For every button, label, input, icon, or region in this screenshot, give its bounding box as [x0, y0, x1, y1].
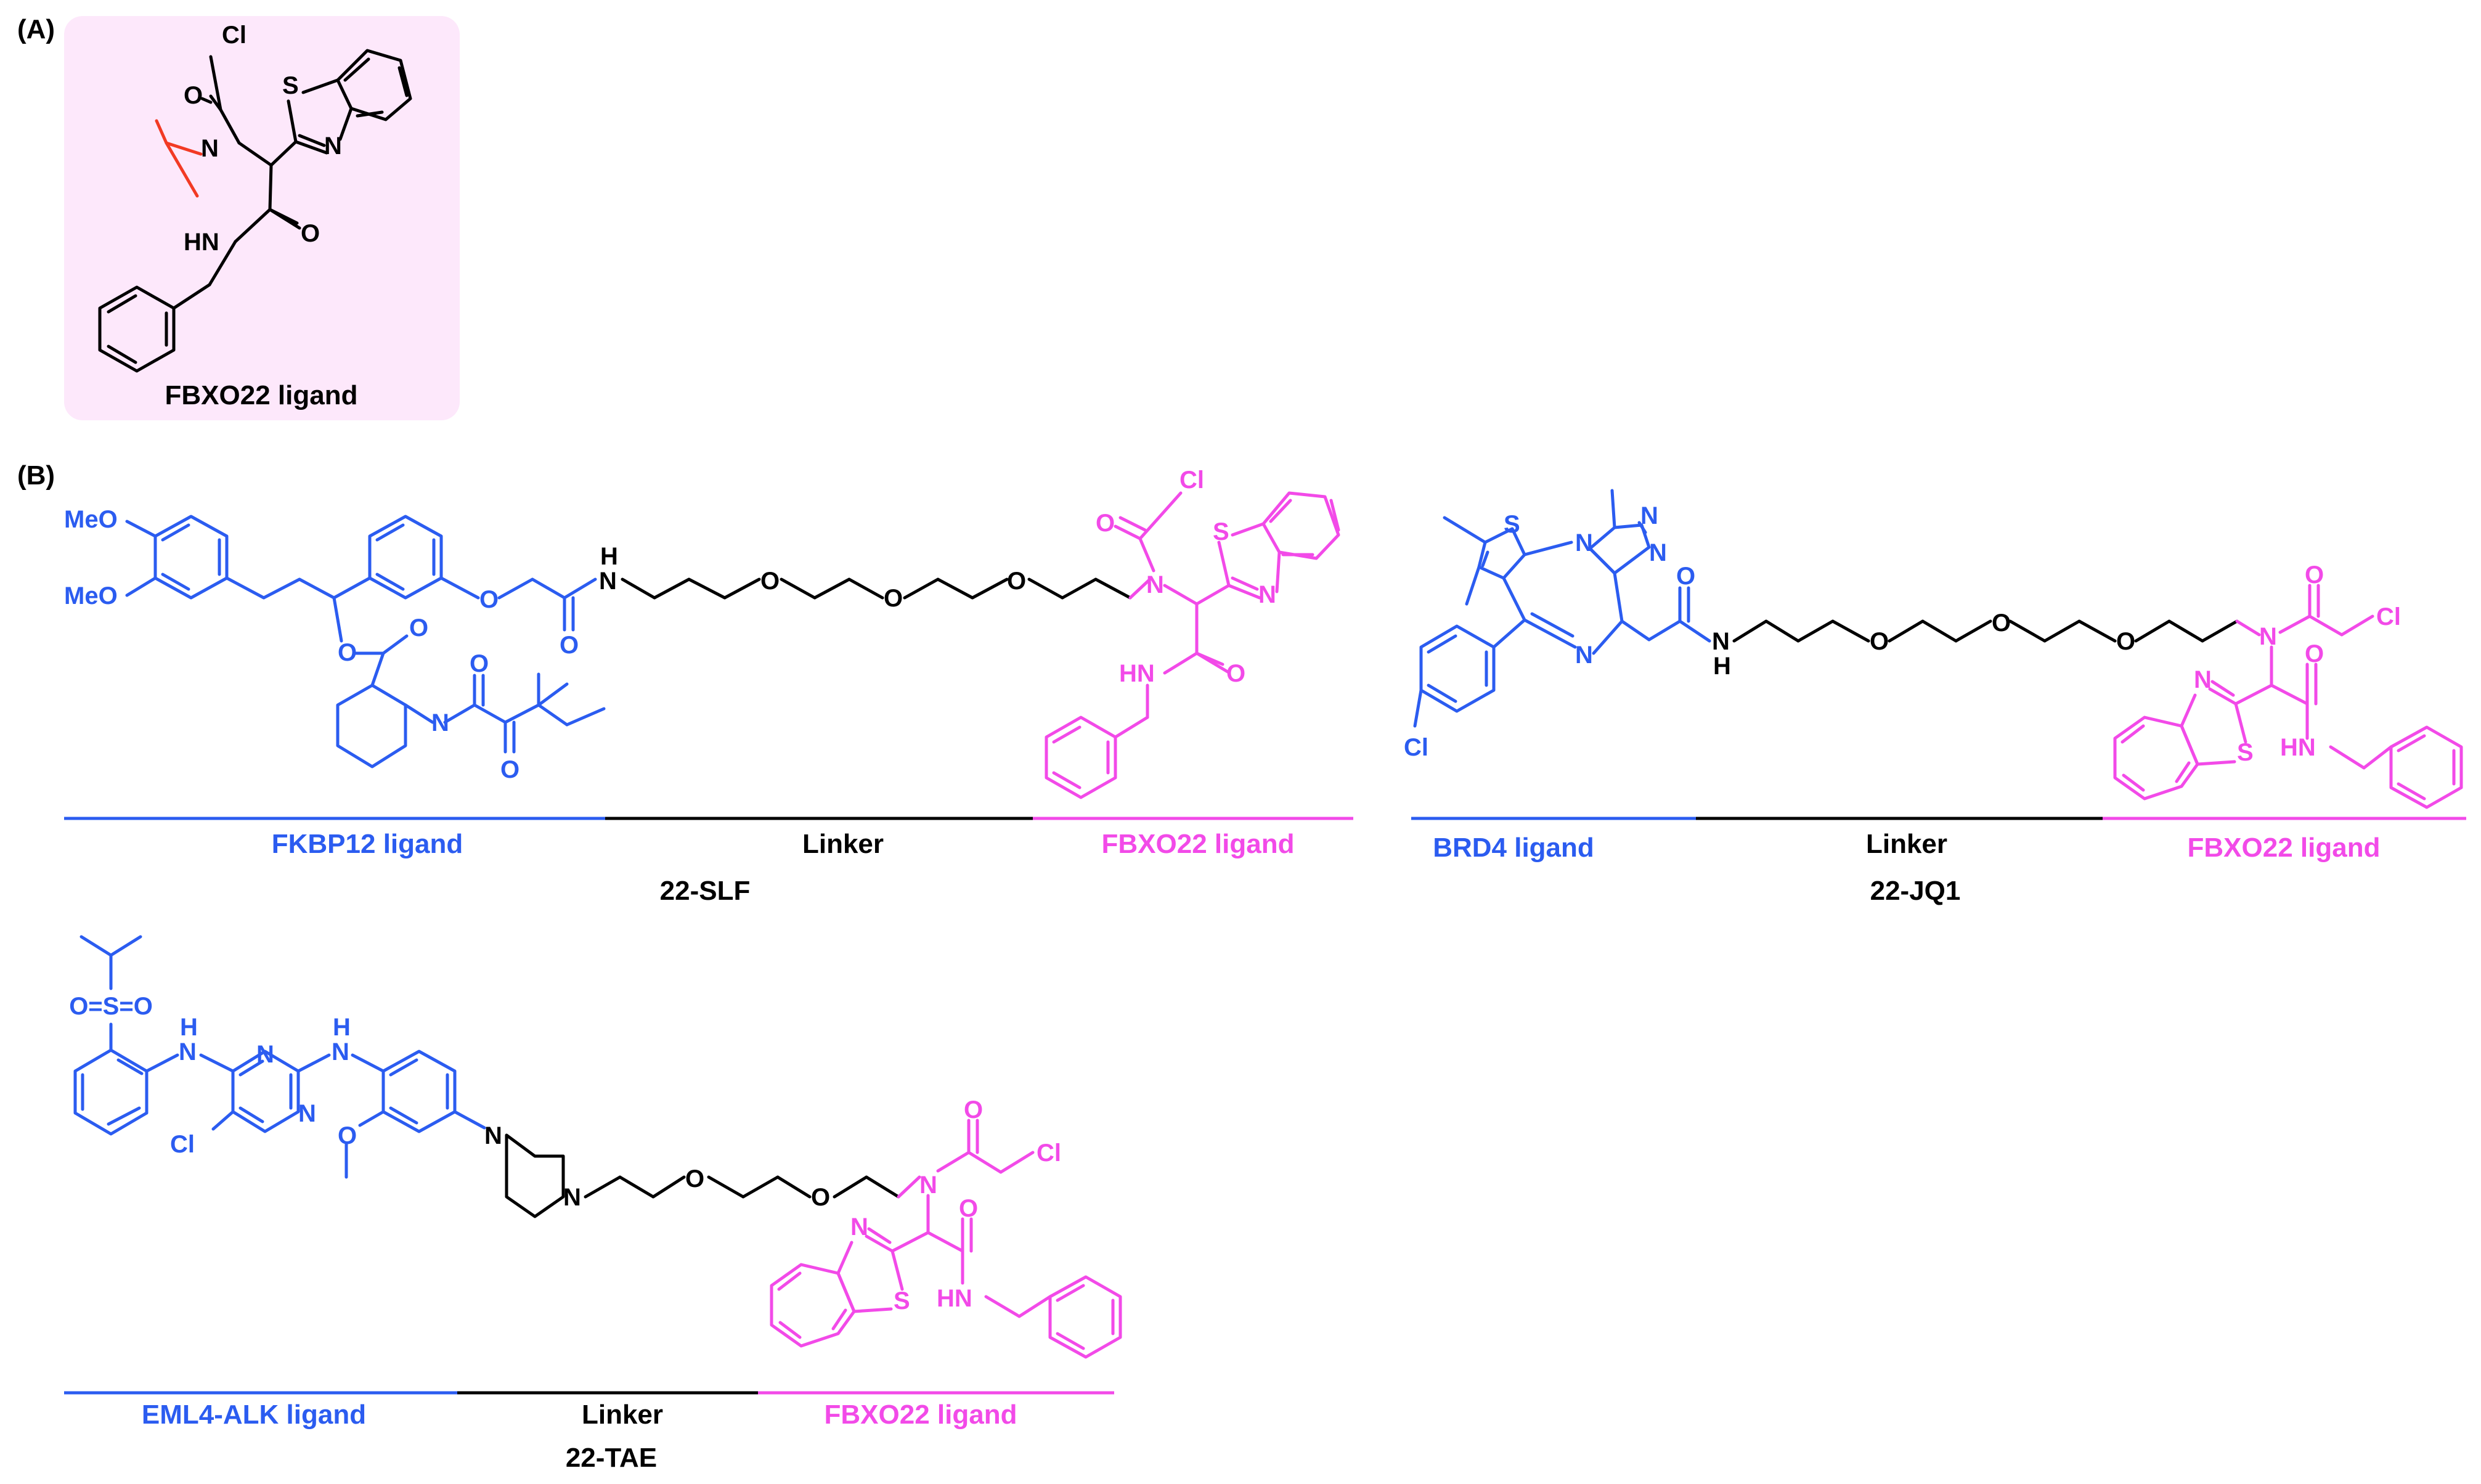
atom-n: N — [484, 1122, 502, 1149]
atom-o: O — [1226, 660, 1245, 687]
atom-cl: Cl — [1404, 734, 1428, 761]
atom-s: S — [894, 1287, 910, 1315]
segment-linker-22-tae: Linker — [582, 1400, 663, 1430]
segment-fbxo22-22-slf: FBXO22 ligand — [1102, 829, 1295, 859]
atom-o: O — [479, 586, 499, 613]
atom-n: N — [1649, 539, 1667, 566]
compound-22-jq1: S N N N N Cl O N H O O O N O Cl O HN N S — [1404, 489, 2463, 809]
atom-o: O — [560, 632, 579, 659]
atom-s: S — [2237, 739, 2254, 766]
atom-s: S — [282, 72, 299, 99]
segment-linker-22-jq1: Linker — [1866, 829, 1947, 859]
atom-o: O — [500, 756, 519, 783]
atom-o: O — [301, 220, 320, 247]
atom-n: N — [1712, 628, 1730, 655]
segment-linker-22-slf: Linker — [802, 829, 884, 859]
atom-h: H — [180, 1014, 198, 1041]
panel-b-label: (B) — [17, 460, 55, 491]
atom-o: O — [2116, 628, 2135, 655]
segment-target-22-jq1: BRD4 ligand — [1433, 833, 1594, 863]
atom-o: O — [685, 1165, 704, 1192]
compound-name-22-slf: 22-SLF — [660, 876, 751, 906]
atom-n: N — [256, 1041, 274, 1068]
atom-hn: HN — [937, 1285, 972, 1312]
segment-fbxo22-22-tae: FBXO22 ligand — [825, 1400, 1017, 1430]
atom-o: O — [1007, 568, 1026, 595]
compound-name-22-jq1: 22-JQ1 — [1870, 876, 1961, 906]
atom-o: O — [338, 639, 357, 666]
atom-n: N — [298, 1100, 316, 1127]
atom-n: N — [332, 1038, 349, 1066]
atom-h: H — [600, 543, 618, 570]
atom-o: O — [2305, 561, 2324, 589]
segment-fbxo22-22-jq1: FBXO22 ligand — [2188, 833, 2381, 863]
atom-n: N — [919, 1172, 937, 1199]
atom-n: N — [2259, 623, 2277, 650]
atom-n: N — [2194, 666, 2212, 693]
atom-o: O — [811, 1184, 830, 1211]
atom-cl: Cl — [222, 22, 246, 49]
atom-cl: Cl — [170, 1131, 195, 1158]
atom-cl: Cl — [2376, 603, 2401, 630]
atom-o: O — [1676, 563, 1695, 590]
atom-s: S — [1213, 518, 1229, 545]
compound-22-slf: MeO MeO O O N O O O O H N O O O N O Cl S… — [64, 467, 1340, 799]
atom-n: N — [1575, 642, 1593, 669]
atom-o: O — [760, 568, 780, 595]
atom-o: O — [470, 650, 489, 677]
atom-o: O — [959, 1195, 978, 1222]
atom-cl: Cl — [1179, 467, 1204, 494]
atom-n: N — [431, 709, 449, 736]
atom-n: N — [850, 1213, 868, 1241]
atom-n: N — [599, 568, 617, 595]
atom-n: N — [1258, 581, 1276, 608]
atom-h: H — [1713, 653, 1731, 680]
panel-a-label: (A) — [17, 14, 55, 44]
segment-target-22-tae: EML4-ALK ligand — [142, 1400, 366, 1430]
atom-n: N — [1640, 502, 1658, 529]
atom-n: N — [1146, 571, 1164, 598]
atom-o: O — [2305, 640, 2324, 667]
atom-o: O — [1992, 610, 2011, 637]
atom-hn: HN — [2280, 734, 2316, 761]
compound-22-tae: O=S=O H N N N Cl H N O N N O O N O Cl O … — [69, 935, 1122, 1359]
atom-o: O — [338, 1122, 357, 1149]
compound-name-22-tae: 22-TAE — [566, 1443, 657, 1473]
atom-o: O — [184, 82, 203, 109]
atom-hn: HN — [184, 229, 219, 256]
atom-o: O — [1870, 628, 1889, 655]
atom-n: N — [324, 132, 342, 160]
atom-n: N — [563, 1184, 581, 1211]
panel-a-caption: FBXO22 ligand — [165, 380, 358, 410]
atom-n: N — [1575, 529, 1593, 556]
atom-o: O — [884, 585, 903, 612]
atom-cl: Cl — [1037, 1140, 1061, 1167]
atom-hn: HN — [1119, 660, 1155, 687]
atom-meo: MeO — [64, 506, 118, 533]
atom-n: N — [179, 1038, 197, 1066]
atom-o: O — [964, 1096, 983, 1123]
atom-h: H — [333, 1014, 351, 1041]
fbxo22-ligand-structure: Cl O N S N O HN — [98, 22, 412, 373]
atom-meo: MeO — [64, 582, 118, 610]
atom-o: O — [409, 614, 428, 642]
atom-o-s-o: O=S=O — [69, 993, 153, 1020]
atom-s: S — [1504, 511, 1520, 538]
atom-n: N — [201, 135, 219, 162]
segment-target-22-slf: FKBP12 ligand — [272, 829, 463, 859]
atom-o: O — [1096, 510, 1115, 537]
